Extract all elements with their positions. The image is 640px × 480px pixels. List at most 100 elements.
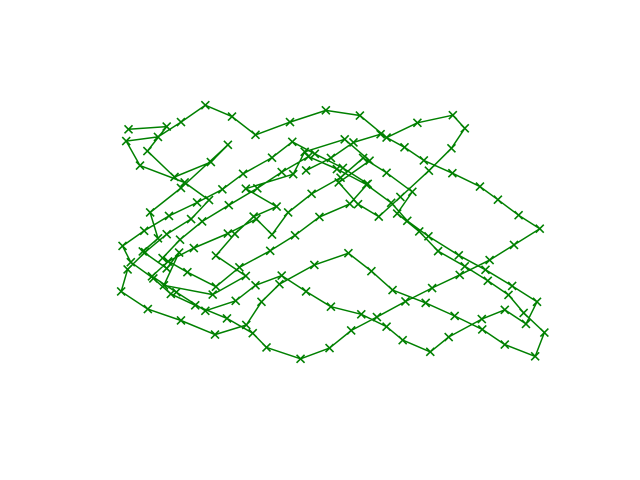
data-point-marker <box>164 211 174 221</box>
data-point-marker <box>382 168 392 178</box>
data-point-marker <box>348 137 359 148</box>
data-point-marker <box>324 343 335 353</box>
data-point-marker <box>227 112 237 122</box>
data-point-marker <box>455 270 465 280</box>
data-point-marker <box>363 179 373 189</box>
data-point-marker <box>135 160 145 171</box>
data-point-marker <box>230 229 240 239</box>
data-point-marker <box>175 235 185 245</box>
data-point-marker <box>535 224 545 234</box>
data-point-marker <box>252 183 262 193</box>
data-point-marker <box>265 246 275 256</box>
data-point-marker <box>197 216 207 227</box>
data-point-marker <box>485 255 495 265</box>
data-point-marker <box>321 105 331 115</box>
data-point-marker <box>285 117 295 127</box>
data-point-marker <box>509 240 519 250</box>
data-point-marker <box>159 280 169 290</box>
data-point-marker <box>210 330 220 340</box>
data-point-marker <box>483 276 493 286</box>
data-point-marker <box>251 214 261 224</box>
data-point-marker <box>256 297 267 307</box>
data-point-marker <box>176 315 186 326</box>
data-point-marker <box>353 199 363 209</box>
data-point-marker <box>277 167 287 177</box>
data-point-marker <box>223 228 233 239</box>
data-point-marker <box>222 313 232 323</box>
data-point-marker <box>138 246 148 257</box>
data-point-marker <box>143 304 153 314</box>
data-point-marker <box>163 256 173 267</box>
data-point-marker <box>234 262 244 272</box>
data-point-marker <box>162 263 172 273</box>
data-point-marker <box>310 149 320 159</box>
data-point-marker <box>448 110 458 120</box>
data-point-marker <box>200 306 210 316</box>
data-point-marker <box>162 229 172 239</box>
data-point-marker <box>272 202 282 212</box>
data-point-marker <box>444 332 454 342</box>
data-point-marker <box>521 319 531 329</box>
data-point-marker <box>314 212 324 222</box>
data-point-marker <box>477 314 487 324</box>
data-point-marker <box>261 342 272 352</box>
data-point-marker <box>345 199 355 209</box>
data-point-marker <box>460 123 470 133</box>
data-point-marker <box>174 247 184 258</box>
data-point-marker <box>123 264 133 274</box>
data-point-marker <box>503 290 514 300</box>
data-point-marker <box>326 302 336 312</box>
data-point-marker <box>211 282 221 292</box>
data-point-marker <box>425 347 435 357</box>
data-point-marker <box>364 156 375 166</box>
data-point-marker <box>300 147 310 157</box>
data-point-marker <box>355 110 365 121</box>
data-point-marker <box>514 210 524 220</box>
data-point-marker <box>366 266 376 276</box>
data-point-marker <box>447 168 457 178</box>
data-point-marker <box>500 305 510 315</box>
data-point-marker <box>206 157 216 167</box>
data-point-marker <box>346 325 356 336</box>
data-point-marker <box>340 134 350 144</box>
data-point-marker <box>338 163 348 173</box>
data-point-marker <box>169 172 180 182</box>
data-point-marker <box>204 195 214 205</box>
data-point-marker <box>153 233 163 243</box>
data-point-marker <box>402 216 412 226</box>
data-point-marker <box>358 153 368 163</box>
data-point-marker <box>186 214 196 224</box>
data-point-marker <box>241 320 251 330</box>
data-point-marker <box>248 328 258 338</box>
data-point-marker <box>217 184 227 194</box>
data-point-marker <box>334 177 344 188</box>
data-point-marker <box>190 300 200 310</box>
data-point-marker <box>343 248 353 258</box>
data-point-marker <box>412 118 422 128</box>
data-point-marker <box>454 250 464 260</box>
data-point-marker <box>382 322 392 332</box>
data-point-marker <box>326 153 336 163</box>
data-point-marker <box>139 226 149 236</box>
data-point-marker <box>532 297 542 307</box>
series-layer <box>116 100 549 364</box>
data-point-marker <box>145 207 155 218</box>
data-point-marker <box>231 296 241 306</box>
data-point-marker <box>477 324 487 335</box>
data-point-marker <box>283 207 293 218</box>
data-point-marker <box>399 142 410 152</box>
data-point-marker <box>241 271 251 281</box>
data-point-marker <box>171 287 181 297</box>
data-point-marker <box>290 230 300 240</box>
data-point-marker <box>180 177 190 188</box>
data-point-marker <box>398 335 408 345</box>
data-point-marker <box>277 271 287 281</box>
data-point-marker <box>182 267 192 277</box>
data-point-marker <box>374 212 384 222</box>
data-point-marker <box>241 184 251 194</box>
data-point-marker <box>142 146 152 156</box>
data-point-marker <box>140 247 150 257</box>
data-point-marker <box>123 124 134 134</box>
